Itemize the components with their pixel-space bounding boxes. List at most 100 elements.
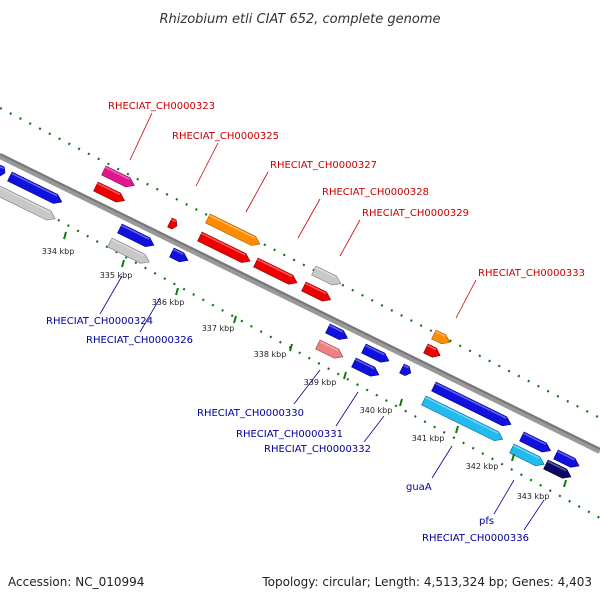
gene-reverse-inner-3-highlight: [319, 340, 339, 352]
reverse-gene-label[interactable]: RHECIAT_CH0000326: [86, 335, 193, 346]
gene-reverse-inner-2-highlight: [111, 238, 145, 257]
forward-gene-label[interactable]: RHECIAT_CH0000333: [478, 268, 585, 279]
gene-forward-inner-4-highlight: [257, 258, 293, 278]
outer-dotted-track: [0, 107, 600, 419]
reverse-gene-label[interactable]: RHECIAT_CH0000336: [422, 533, 529, 544]
tick-label: 337 kbp: [202, 324, 235, 333]
gene-reverse-inner-4[interactable]: [351, 357, 380, 377]
tick-mark: [455, 425, 459, 434]
tick-mark: [343, 371, 347, 380]
gene-reverse-outer-6[interactable]: [399, 363, 412, 376]
gene-reverse-outer-4-highlight: [329, 324, 344, 333]
reverse-gene-label[interactable]: pfs: [479, 516, 494, 527]
gene-forward-inner-3-highlight: [201, 232, 246, 256]
gene-reverse-inner-4-highlight: [355, 358, 375, 370]
forward-label-leader: [455, 279, 477, 319]
gene-forward-inner-3[interactable]: [197, 231, 251, 263]
gene-reverse-outer-6-highlight: [403, 364, 410, 369]
gene-reverse-inner-2[interactable]: [107, 237, 150, 264]
tick-label: 336 kbp: [152, 298, 185, 307]
gene-forward-inner-5-highlight: [305, 282, 327, 295]
gene-reverse-inner-6[interactable]: [509, 443, 545, 467]
tick-mark: [175, 287, 179, 296]
tick-label: 343 kbp: [517, 492, 550, 501]
tick-mark: [63, 231, 67, 240]
tick-label: 334 kbp: [42, 247, 75, 256]
gene-reverse-outer-3-highlight: [173, 248, 184, 255]
forward-label-leader: [245, 171, 269, 213]
gene-forward-inner-6[interactable]: [423, 343, 441, 358]
gene-reverse-inner-6-highlight: [513, 444, 540, 459]
gene-forward-outer-3[interactable]: [311, 265, 342, 286]
gene-reverse-outer-0[interactable]: [0, 164, 6, 177]
reverse-label-leader: [139, 297, 161, 333]
gene-features: [0, 164, 580, 479]
forward-gene-label[interactable]: RHECIAT_CH0000325: [172, 131, 279, 142]
accession-text: Accession: NC_010994: [8, 575, 144, 589]
tick-mark: [121, 259, 125, 268]
tick-mark: [399, 398, 403, 407]
reverse-gene-label[interactable]: RHECIAT_CH0000330: [197, 408, 304, 419]
reverse-gene-label[interactable]: RHECIAT_CH0000324: [46, 316, 153, 327]
gene-reverse-inner-1[interactable]: [0, 185, 56, 221]
gene-reverse-outer-5[interactable]: [361, 343, 390, 363]
gene-reverse-inner-1-highlight: [0, 186, 51, 214]
reverse-label-leader: [293, 369, 321, 405]
gene-reverse-outer-8-highlight: [523, 432, 547, 446]
gene-forward-inner-2[interactable]: [167, 217, 178, 230]
forward-gene-label[interactable]: RHECIAT_CH0000323: [108, 101, 215, 112]
forward-label-leader: [297, 198, 321, 239]
gene-forward-outer-2[interactable]: [205, 213, 261, 246]
gene-forward-outer-2-highlight: [209, 214, 256, 239]
genome-summary-text: Topology: circular; Length: 4,513,324 bp…: [261, 575, 592, 589]
tick-label: 338 kbp: [254, 350, 287, 359]
gene-reverse-inner-7[interactable]: [543, 459, 572, 479]
tick-label: 335 kbp: [100, 271, 133, 280]
gene-forward-inner-1-highlight: [97, 182, 121, 196]
gene-reverse-outer-0-highlight: [0, 165, 4, 170]
tick-mark: [511, 453, 515, 462]
gene-reverse-outer-7-highlight: [435, 382, 507, 419]
reverse-gene-label[interactable]: guaA: [406, 482, 432, 493]
tick-mark: [563, 479, 567, 488]
tick-mark: [233, 315, 237, 324]
reverse-gene-label[interactable]: RHECIAT_CH0000331: [236, 429, 343, 440]
reverse-label-leader: [523, 499, 545, 531]
scale-ticks: 334 kbp 335 kbp 336 kbp 337 kbp 338 kbp 339 k…: [42, 231, 567, 501]
forward-gene-label[interactable]: RHECIAT_CH0000327: [270, 160, 377, 171]
forward-gene-label[interactable]: RHECIAT_CH0000328: [322, 187, 429, 198]
gene-forward-inner-4[interactable]: [253, 257, 298, 285]
gene-reverse-inner-3[interactable]: [315, 339, 344, 359]
gene-reverse-outer-2[interactable]: [117, 223, 155, 247]
inner-dotted-track: [0, 187, 600, 519]
gene-reverse-outer-7[interactable]: [431, 381, 512, 427]
gene-reverse-inner-7-highlight: [547, 460, 567, 472]
backbone-shadow: [0, 153, 600, 454]
gene-forward-outer-4[interactable]: [431, 329, 451, 345]
tick-label: 339 kbp: [304, 378, 337, 387]
reverse-label-leader: [99, 275, 123, 315]
forward-label-leader: [339, 219, 361, 257]
tick-label: 341 kbp: [412, 434, 445, 443]
gene-reverse-outer-4[interactable]: [325, 323, 348, 340]
forward-gene-label[interactable]: RHECIAT_CH0000329: [362, 208, 469, 219]
reverse-label-leader: [493, 479, 515, 515]
gene-reverse-inner-5[interactable]: [421, 395, 504, 442]
map-title: Rhizobium etli CIAT 652, complete genome: [160, 12, 441, 27]
gene-reverse-outer-9[interactable]: [553, 449, 580, 468]
gene-forward-inner-2-highlight: [171, 218, 176, 223]
gene-reverse-inner-5-highlight: [425, 396, 499, 434]
gene-reverse-outer-5-highlight: [365, 344, 385, 356]
gene-reverse-outer-3[interactable]: [169, 247, 189, 263]
backbone: [0, 153, 600, 450]
tick-label: 340 kbp: [360, 406, 393, 415]
reverse-gene-label[interactable]: RHECIAT_CH0000332: [264, 444, 371, 455]
gene-reverse-outer-2-highlight: [121, 224, 150, 240]
gene-reverse-outer-8[interactable]: [519, 431, 551, 453]
gene-reverse-outer-1[interactable]: [7, 171, 63, 204]
gene-forward-inner-1[interactable]: [93, 181, 125, 203]
reverse-label-leader: [431, 445, 453, 479]
gene-forward-inner-5[interactable]: [301, 281, 332, 302]
gene-forward-outer-1[interactable]: [101, 165, 135, 188]
